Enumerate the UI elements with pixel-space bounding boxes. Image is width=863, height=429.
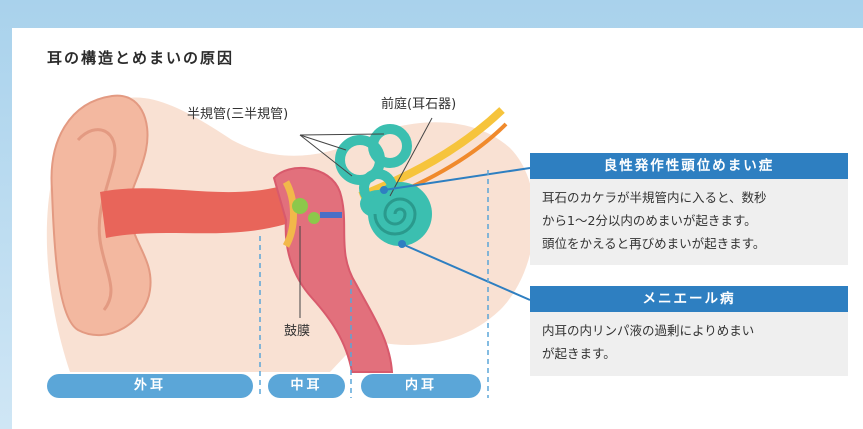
ear-canal [100,186,286,238]
connector-meniere [401,243,531,301]
meniere-line-2: が起きます。 [542,346,616,361]
leader-semicircular-1 [299,134,347,151]
malleus [292,198,308,214]
leader-semicircular-2 [299,134,353,177]
page-title: 耳の構造とめまいの原因 [47,49,235,67]
connector-meniere-dot [398,240,406,248]
incus [308,212,320,224]
eardrum-shape [282,180,297,248]
nerve-yellow [358,107,505,200]
region-middle-ear: 中耳 [268,374,345,398]
connector-bppv-dot [380,186,388,194]
stapes [320,212,342,218]
region-inner-ear: 内耳 [361,374,481,398]
semicircular-canal-2 [368,124,412,168]
meniere-title: メニエール病 [530,286,848,312]
label-semicircular-canals: 半規管(三半規管) [187,107,289,122]
leader-semicircular-3 [299,133,385,136]
label-eardrum: 鼓膜 [284,324,311,339]
meniere-line-1: 内耳の内リンパ液の過剰によりめまい [542,323,755,338]
connector-bppv [383,167,531,191]
region-outer-ear: 外耳 [47,374,253,398]
cochlea [368,182,432,246]
leader-vestibule [389,117,433,197]
meniere-description: 内耳の内リンパ液の過剰によりめまい が起きます。 [530,312,848,376]
middle-ear-cavity [272,166,394,373]
bppv-title: 良性発作性頭位めまい症 [530,153,848,179]
bppv-line-1: 耳石のカケラが半規管内に入ると、数秒 [542,190,767,205]
bppv-description: 耳石のカケラが半規管内に入ると、数秒 から1〜2分以内のめまいが起きます。 頭位… [530,179,848,265]
bppv-line-2: から1〜2分以内のめまいが起きます。 [542,213,757,228]
label-vestibule: 前庭(耳石器) [381,97,457,112]
bppv-line-3: 頭位をかえると再びめまいが起きます。 [542,236,766,251]
cochlea-spiral [373,197,417,236]
